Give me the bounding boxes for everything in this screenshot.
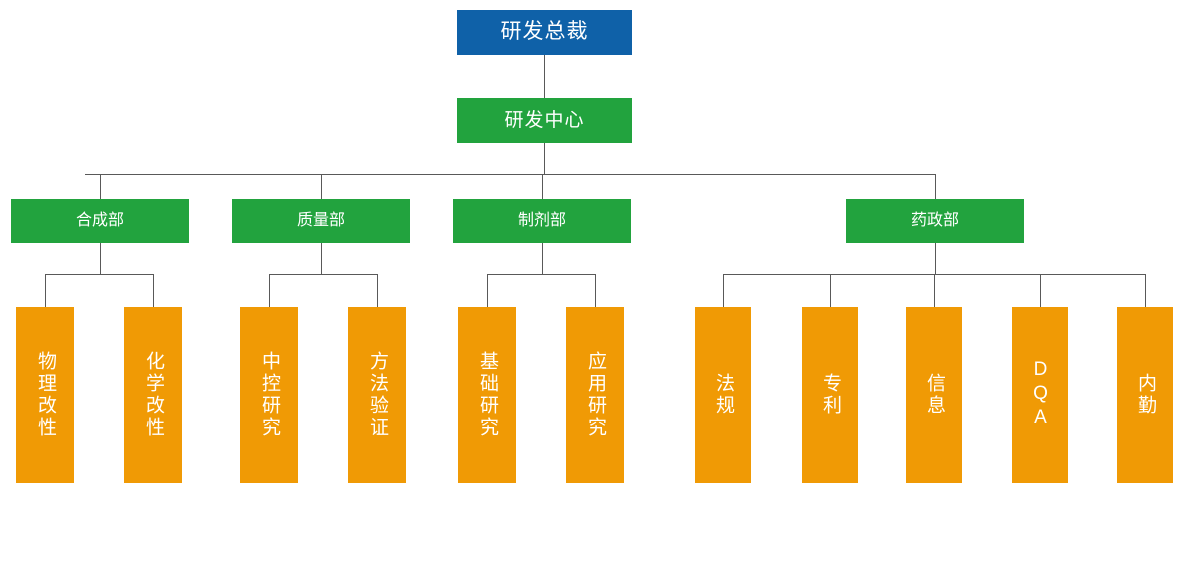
connector-c-center-d2 xyxy=(321,174,322,199)
org-node-label: 法规 xyxy=(712,373,734,417)
connector-c-d3-drop xyxy=(542,243,543,274)
org-node-team8[interactable]: 专利 xyxy=(802,307,858,483)
connector-c-d3-t6 xyxy=(595,274,596,307)
connector-c-center-d4 xyxy=(935,174,936,199)
connector-c-d4-t11 xyxy=(1145,274,1146,307)
org-node-dept4[interactable]: 药政部 xyxy=(846,199,1024,243)
connector-c-d3-t5 xyxy=(487,274,488,307)
org-node-team3[interactable]: 中控研究 xyxy=(240,307,298,483)
connector-c-d4-t9 xyxy=(934,274,935,307)
connector-c-d1-t2 xyxy=(153,274,154,307)
org-node-label: 专利 xyxy=(819,373,841,417)
connector-c-d3-bus xyxy=(487,274,595,275)
org-node-label: 方法验证 xyxy=(366,351,388,439)
connector-c-center-d1 xyxy=(100,174,101,199)
connector-c-center-drop xyxy=(544,143,545,174)
connector-c-d2-t4 xyxy=(377,274,378,307)
org-node-team6[interactable]: 应用研究 xyxy=(566,307,624,483)
org-node-team2[interactable]: 化学改性 xyxy=(124,307,182,483)
org-node-label: 质量部 xyxy=(296,211,345,229)
connector-c-d4-t7 xyxy=(723,274,724,307)
org-node-dept3[interactable]: 制剂部 xyxy=(453,199,631,243)
org-node-label: DQA xyxy=(1029,359,1051,431)
connector-c-d4-t8 xyxy=(830,274,831,307)
org-node-label: 基础研究 xyxy=(476,351,498,439)
connector-c-d1-drop xyxy=(100,243,101,274)
connector-c-center-bus xyxy=(85,174,935,175)
org-node-team11[interactable]: 内勤 xyxy=(1117,307,1173,483)
org-node-center[interactable]: 研发中心 xyxy=(457,98,632,143)
org-node-label: 应用研究 xyxy=(584,351,606,439)
org-node-label: 合成部 xyxy=(75,211,124,229)
org-node-team1[interactable]: 物理改性 xyxy=(16,307,74,483)
org-node-dept2[interactable]: 质量部 xyxy=(232,199,410,243)
org-node-label: 化学改性 xyxy=(142,351,164,439)
org-node-team4[interactable]: 方法验证 xyxy=(348,307,406,483)
org-node-label: 中控研究 xyxy=(258,351,280,439)
connector-c-d4-t10 xyxy=(1040,274,1041,307)
connector-c-d1-t1 xyxy=(45,274,46,307)
connector-c-d2-bus xyxy=(269,274,377,275)
org-node-label: 药政部 xyxy=(910,211,959,229)
org-node-team9[interactable]: 信息 xyxy=(906,307,962,483)
org-node-label: 信息 xyxy=(923,373,945,417)
connector-c-d2-t3 xyxy=(269,274,270,307)
connector-c-ceo-center xyxy=(544,55,545,98)
org-node-label: 研发中心 xyxy=(504,109,585,131)
org-node-label: 内勤 xyxy=(1134,373,1156,417)
org-node-ceo[interactable]: 研发总裁 xyxy=(457,10,632,55)
connector-c-d4-drop xyxy=(935,243,936,274)
org-node-label: 物理改性 xyxy=(34,351,56,439)
org-node-team5[interactable]: 基础研究 xyxy=(458,307,516,483)
org-node-label: 研发总裁 xyxy=(500,20,589,44)
org-node-team7[interactable]: 法规 xyxy=(695,307,751,483)
org-node-dept1[interactable]: 合成部 xyxy=(11,199,189,243)
org-node-team10[interactable]: DQA xyxy=(1012,307,1068,483)
connector-c-center-d3 xyxy=(542,174,543,199)
connector-c-d1-bus xyxy=(45,274,153,275)
connector-c-d2-drop xyxy=(321,243,322,274)
org-node-label: 制剂部 xyxy=(517,211,566,229)
